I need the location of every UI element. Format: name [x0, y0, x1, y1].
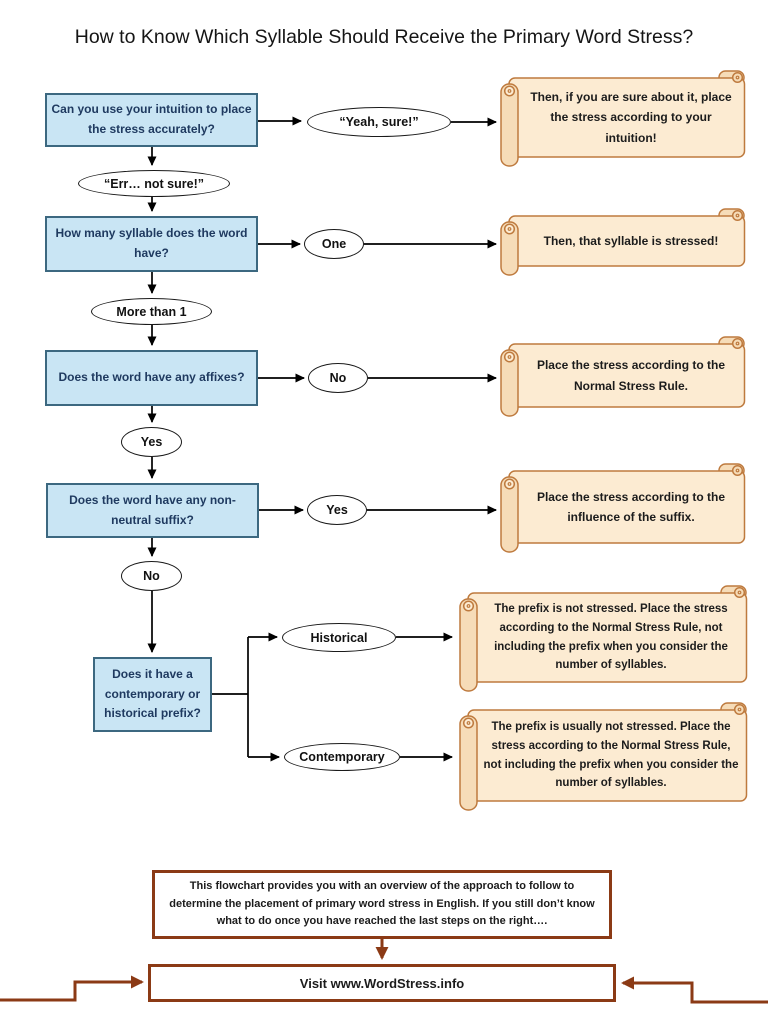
- scroll-shape: [500, 336, 746, 417]
- page-title: How to Know Which Syllable Should Receiv…: [74, 26, 694, 48]
- question-text: How many syllable does the word have?: [55, 226, 248, 260]
- question-box-affixes: Does the word have any affixes?: [45, 350, 258, 406]
- answer-text: More than 1: [116, 304, 187, 319]
- outcome-scroll-normal-stress-rule: Place the stress according to the Normal…: [498, 336, 746, 420]
- answer-text: Yes: [140, 435, 163, 449]
- answer-text: “Yeah, sure!”: [339, 115, 419, 129]
- outcome-scroll-suffix-influence: Place the stress according to the influe…: [498, 463, 746, 556]
- outcome-text: The prefix is usually not stressed. Plac…: [483, 721, 739, 790]
- question-text: Can you use your intuition to place the …: [51, 102, 252, 136]
- outcome-text: The prefix is not stressed. Place the st…: [494, 603, 728, 672]
- scroll-shape: [500, 208, 746, 276]
- answer-ellipse-more-than-1: More than 1: [91, 298, 212, 325]
- question-box-intuition: Can you use your intuition to place the …: [45, 93, 258, 147]
- outcome-text: Place the stress according to the influe…: [536, 489, 726, 524]
- answer-text: Contemporary: [299, 750, 385, 764]
- outcome-scroll-contemporary-prefix: The prefix is usually not stressed. Plac…: [457, 702, 748, 814]
- visit-link-box[interactable]: Visit www.WordStress.info: [148, 964, 616, 1002]
- footer-summary-text: This flowchart provides you with an over…: [169, 880, 595, 928]
- question-box-syllable-count: How many syllable does the word have?: [45, 216, 258, 272]
- answer-ellipse-historical: Historical: [282, 623, 396, 652]
- answer-ellipse-yes-affixes: Yes: [121, 427, 182, 457]
- answer-ellipse-one: One: [304, 229, 364, 259]
- question-box-non-neutral-suffix: Does the word have any non-neutral suffi…: [46, 483, 259, 538]
- answer-text: No: [143, 569, 160, 583]
- outcome-text: Then, if you are sure about it, place th…: [530, 89, 732, 145]
- scroll-shape: [500, 463, 746, 553]
- question-text: Does the word have any affixes?: [58, 370, 245, 385]
- outcome-text: Then, that syllable is stressed!: [543, 233, 719, 248]
- answer-text: No: [329, 371, 347, 385]
- outcome-scroll-intuition: Then, if you are sure about it, place th…: [498, 70, 746, 170]
- outcome-scroll-one-syllable: Then, that syllable is stressed!: [498, 208, 746, 279]
- answer-text: Yes: [326, 503, 348, 517]
- question-text: Does it have a contemporary or historica…: [104, 666, 201, 721]
- answer-text: “Err… not sure!”: [103, 176, 204, 191]
- visit-link-label[interactable]: Visit www.WordStress.info: [299, 975, 465, 991]
- answer-ellipse-yeah-sure: “Yeah, sure!”: [307, 107, 451, 137]
- scroll-shape: [459, 702, 748, 811]
- question-box-prefix-type: Does it have a contemporary or historica…: [93, 657, 212, 732]
- outcome-text: Place the stress according to the Normal…: [536, 358, 726, 393]
- answer-ellipse-no-affixes: No: [308, 363, 368, 393]
- answer-ellipse-contemporary: Contemporary: [284, 743, 400, 771]
- answer-text: One: [321, 237, 347, 251]
- footer-summary-box: This flowchart provides you with an over…: [152, 870, 612, 939]
- answer-ellipse-not-sure: “Err… not sure!”: [78, 170, 230, 197]
- answer-ellipse-yes-suffix: Yes: [307, 495, 367, 525]
- answer-ellipse-no-suffix: No: [121, 561, 182, 591]
- outcome-scroll-historical-prefix: The prefix is not stressed. Place the st…: [457, 585, 748, 695]
- answer-text: Historical: [310, 630, 368, 645]
- scroll-shape: [500, 70, 746, 167]
- question-text: Does the word have any non-neutral suffi…: [69, 492, 236, 527]
- scroll-shape: [459, 585, 748, 692]
